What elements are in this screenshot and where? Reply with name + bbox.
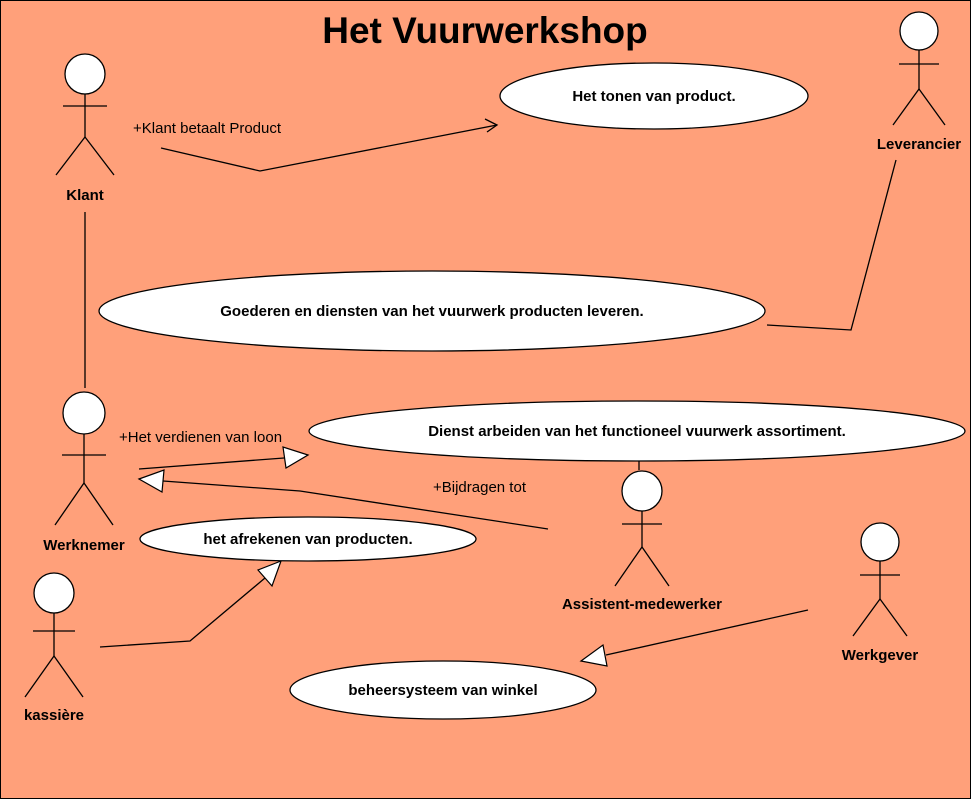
- actor-label: kassière: [24, 707, 84, 724]
- use-case-tonen[interactable]: Het tonen van product.: [499, 62, 809, 130]
- edge-label-klant-betaalt: +Klant betaalt Product: [133, 120, 282, 137]
- connector-leverancier-goederen: [766, 159, 897, 331]
- connector-werkgever-beheer: [579, 609, 809, 667]
- use-case-beheer[interactable]: beheersysteem van winkel: [289, 660, 597, 720]
- actor-werknemer[interactable]: Werknemer: [43, 391, 125, 554]
- use-case-label: Het tonen van product.: [572, 88, 735, 105]
- actor-label: Leverancier: [877, 136, 961, 153]
- edge-label-bijdragen: +Bijdragen tot: [433, 479, 527, 496]
- use-case-label: het afrekenen van producten.: [203, 531, 412, 548]
- use-case-afrekenen[interactable]: het afrekenen van producten.: [139, 516, 477, 562]
- connector-werknemer-dienst: [138, 446, 310, 470]
- edge-label-verdienen: +Het verdienen van loon: [119, 429, 282, 446]
- use-case-dienst[interactable]: Dienst arbeiden van het functioneel vuur…: [308, 400, 966, 462]
- actor-werkgever[interactable]: Werkgever: [842, 522, 919, 664]
- actor-assistent-medewerker[interactable]: Assistent-medewerker: [562, 470, 722, 613]
- actor-kassiere[interactable]: kassière: [24, 572, 84, 724]
- actor-label: Klant: [66, 187, 104, 204]
- diagram-title: Het Vuurwerkshop: [322, 10, 648, 51]
- connector-assistent-werknemer: [137, 469, 549, 530]
- connector-kassiere-afrekenen: [99, 559, 283, 648]
- actor-label: Werkgever: [842, 647, 919, 664]
- actor-label: Assistent-medewerker: [562, 596, 722, 613]
- connector-klant-tonen: [160, 118, 499, 172]
- use-case-label: beheersysteem van winkel: [348, 682, 537, 699]
- use-case-label: Dienst arbeiden van het functioneel vuur…: [428, 423, 846, 440]
- actor-klant[interactable]: Klant: [55, 53, 115, 204]
- use-case-goederen[interactable]: Goederen en diensten van het vuurwerk pr…: [98, 270, 766, 352]
- use-case-label: Goederen en diensten van het vuurwerk pr…: [220, 303, 643, 320]
- actor-label: Werknemer: [43, 537, 125, 554]
- actor-leverancier[interactable]: Leverancier: [877, 11, 961, 153]
